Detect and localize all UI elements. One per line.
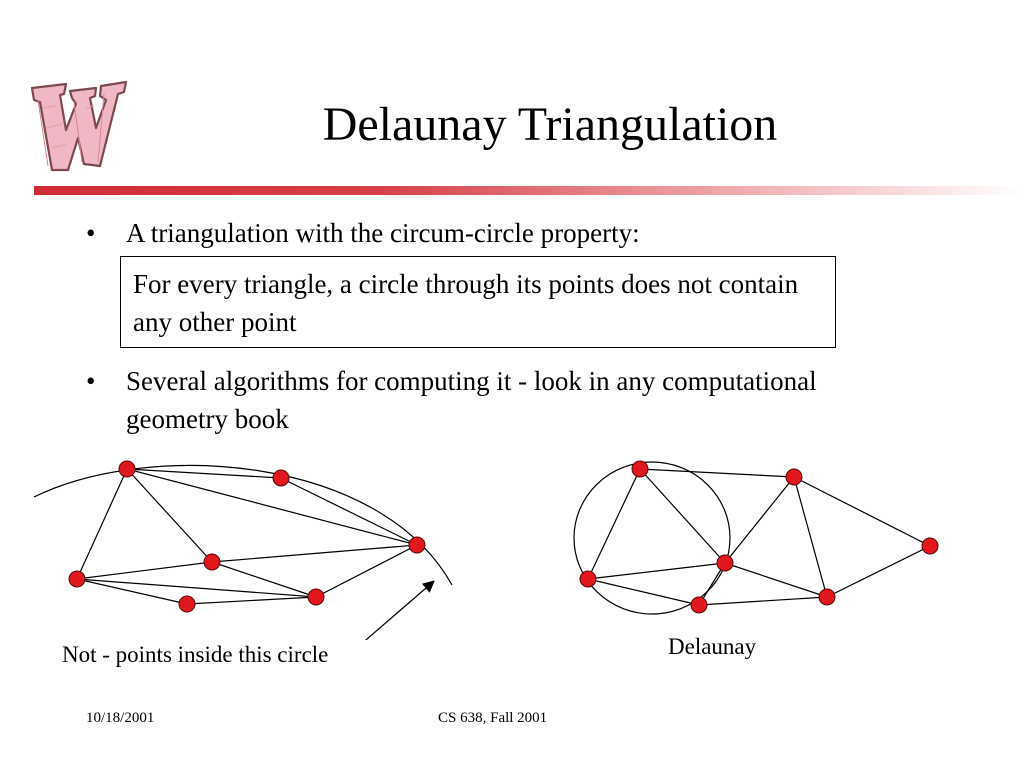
vertex-point [716,554,734,572]
empty-circumcircle [573,461,731,615]
footer-date: 10/18/2001 [86,710,155,726]
bullet-marker: • [86,366,96,396]
slide-title: Delaunay Triangulation [322,98,778,151]
vertex-point [118,460,136,478]
vertex-point [68,570,86,588]
vertex-point [272,469,290,487]
vertex-point [408,536,426,554]
vertex-point [203,553,221,571]
bullet-text: Several algorithms for computing it - lo… [126,366,817,434]
vertex-point [307,588,325,606]
wisconsin-w-logo [26,78,132,178]
triangulation-edges [587,468,931,606]
bullet-item: • Several algorithms for computing it - … [86,362,826,438]
vertex-point [818,588,836,606]
vertex-point [631,460,649,478]
right-figure-caption: Delaunay [668,634,757,659]
vertex-point [921,537,939,555]
footer-course: CS 638, Fall 2001 [438,710,548,726]
bullet-marker: • [86,218,96,248]
definition-box: For every triangle, a circle through its… [120,256,836,348]
vertex-point [785,468,803,486]
pointer-arrow [364,580,435,640]
vertex-point [178,595,196,613]
title-underline [34,186,1024,195]
bullet-item: • A triangulation with the circum-circle… [86,214,826,252]
left-figure-caption: Not - points inside this circle [62,642,329,667]
definition-text: For every triangle, a circle through its… [133,269,799,337]
non-delaunay-triangulation [33,460,453,640]
triangulation-edges [76,468,418,605]
violated-circumcircle [33,464,453,586]
bullet-text: A triangulation with the circum-circle p… [126,218,640,248]
vertex-point [579,570,597,588]
vertex-point [690,596,708,614]
triangulation-points [579,460,939,614]
triangulation-points [68,460,426,613]
delaunay-triangulation [573,460,939,615]
triangulation-figure [33,460,939,640]
